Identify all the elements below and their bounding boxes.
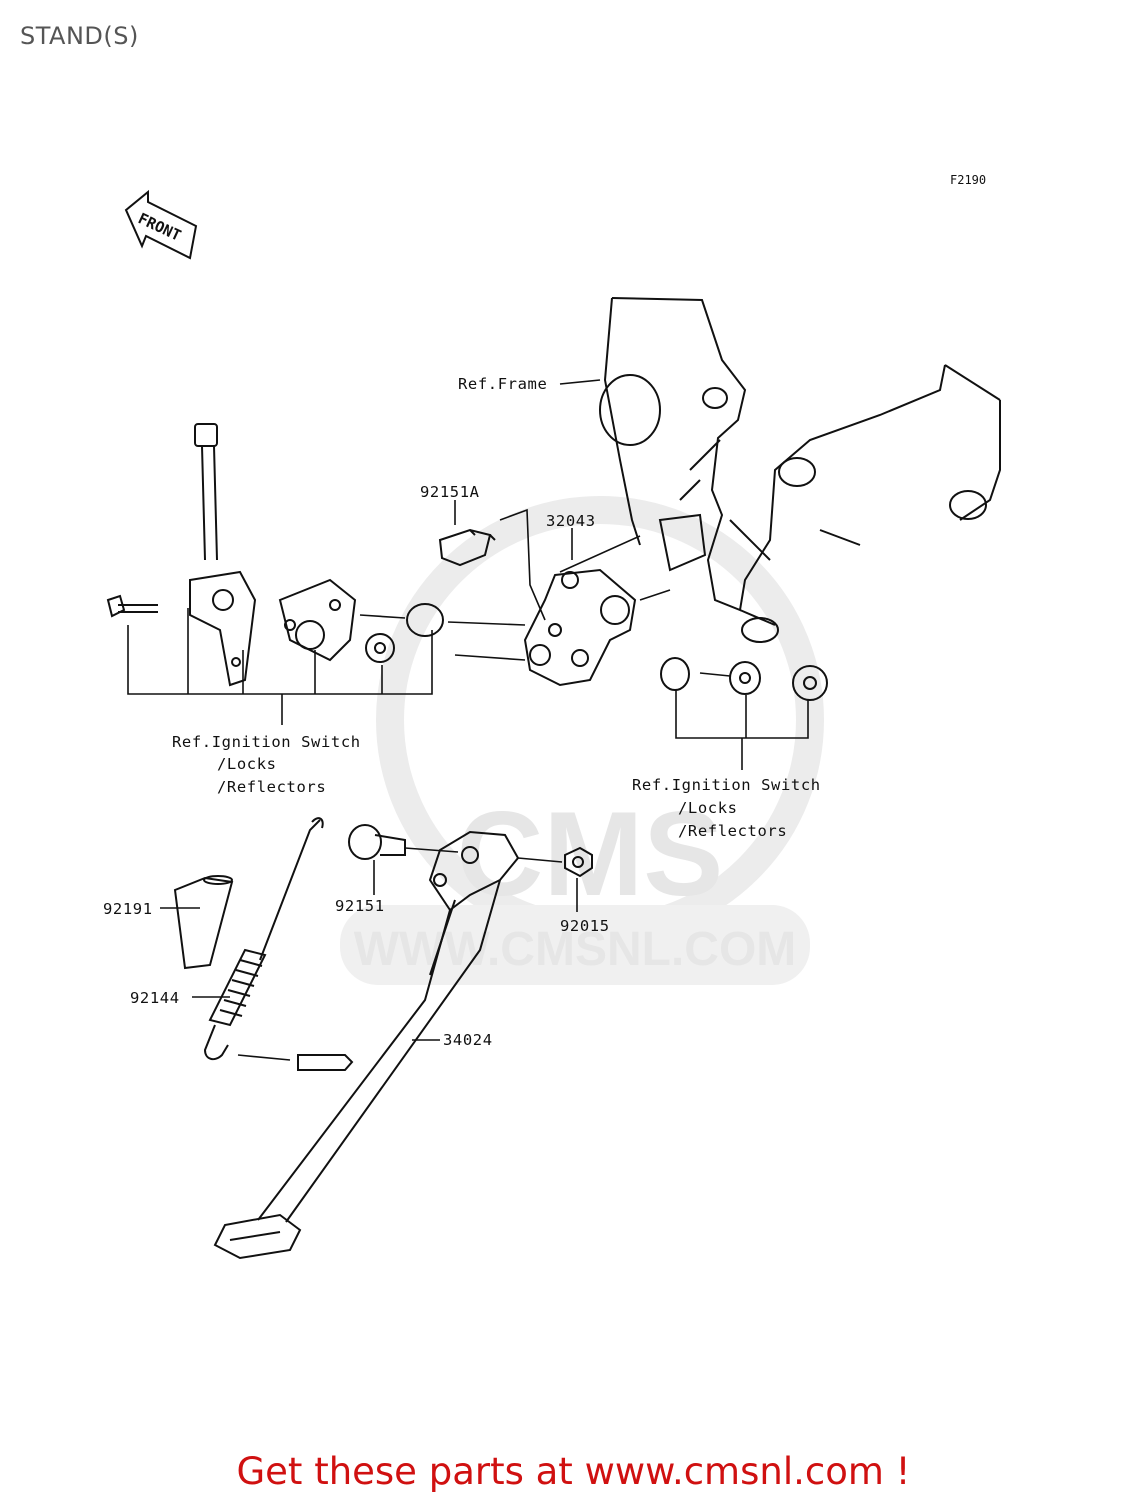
part-label-92151a[interactable]: 92151A [420,483,480,501]
ref-ignition-right-line3: /Reflectors [678,822,787,840]
watermark-site: WWW.CMSNL.COM [354,923,797,976]
ref-frame-label: Ref.Frame [458,375,547,393]
ignition-switch-drawing [106,423,444,687]
page-title: STAND(S) [20,22,139,50]
footer-cta: Get these parts at www.cmsnl.com ! [0,1450,1147,1493]
frame-drawing [599,297,1001,643]
ref-ignition-left-line2: /Locks [217,755,277,773]
bolt-nut-drawing [348,824,593,878]
part-label-32043[interactable]: 32043 [546,512,596,530]
ref-ignition-left-line1: Ref.Ignition Switch [172,733,361,751]
bracket-drawing [438,528,637,687]
part-label-92015[interactable]: 92015 [560,917,610,935]
parts-diagram: WWW.CMSNL.COM CMS F2190 FRONT [103,173,1001,1260]
part-label-92151[interactable]: 92151 [335,897,385,915]
ref-ignition-left-line3: /Reflectors [217,778,326,796]
ref-ignition-right-line2: /Locks [678,799,738,817]
leader-lines [127,379,809,1061]
watermark: WWW.CMSNL.COM CMS [340,496,824,985]
cmsnl-link[interactable]: Get these parts at www.cmsnl.com ! [236,1450,911,1493]
spring-cover-drawing [173,817,354,1071]
part-label-34024[interactable]: 34024 [443,1031,493,1049]
ref-ignition-right-line1: Ref.Ignition Switch [632,776,821,794]
washers-drawing [660,657,828,701]
front-arrow-icon: FRONT [124,189,198,260]
figure-code: F2190 [950,173,986,187]
part-label-92144[interactable]: 92144 [130,989,180,1007]
part-label-92191[interactable]: 92191 [103,900,153,918]
